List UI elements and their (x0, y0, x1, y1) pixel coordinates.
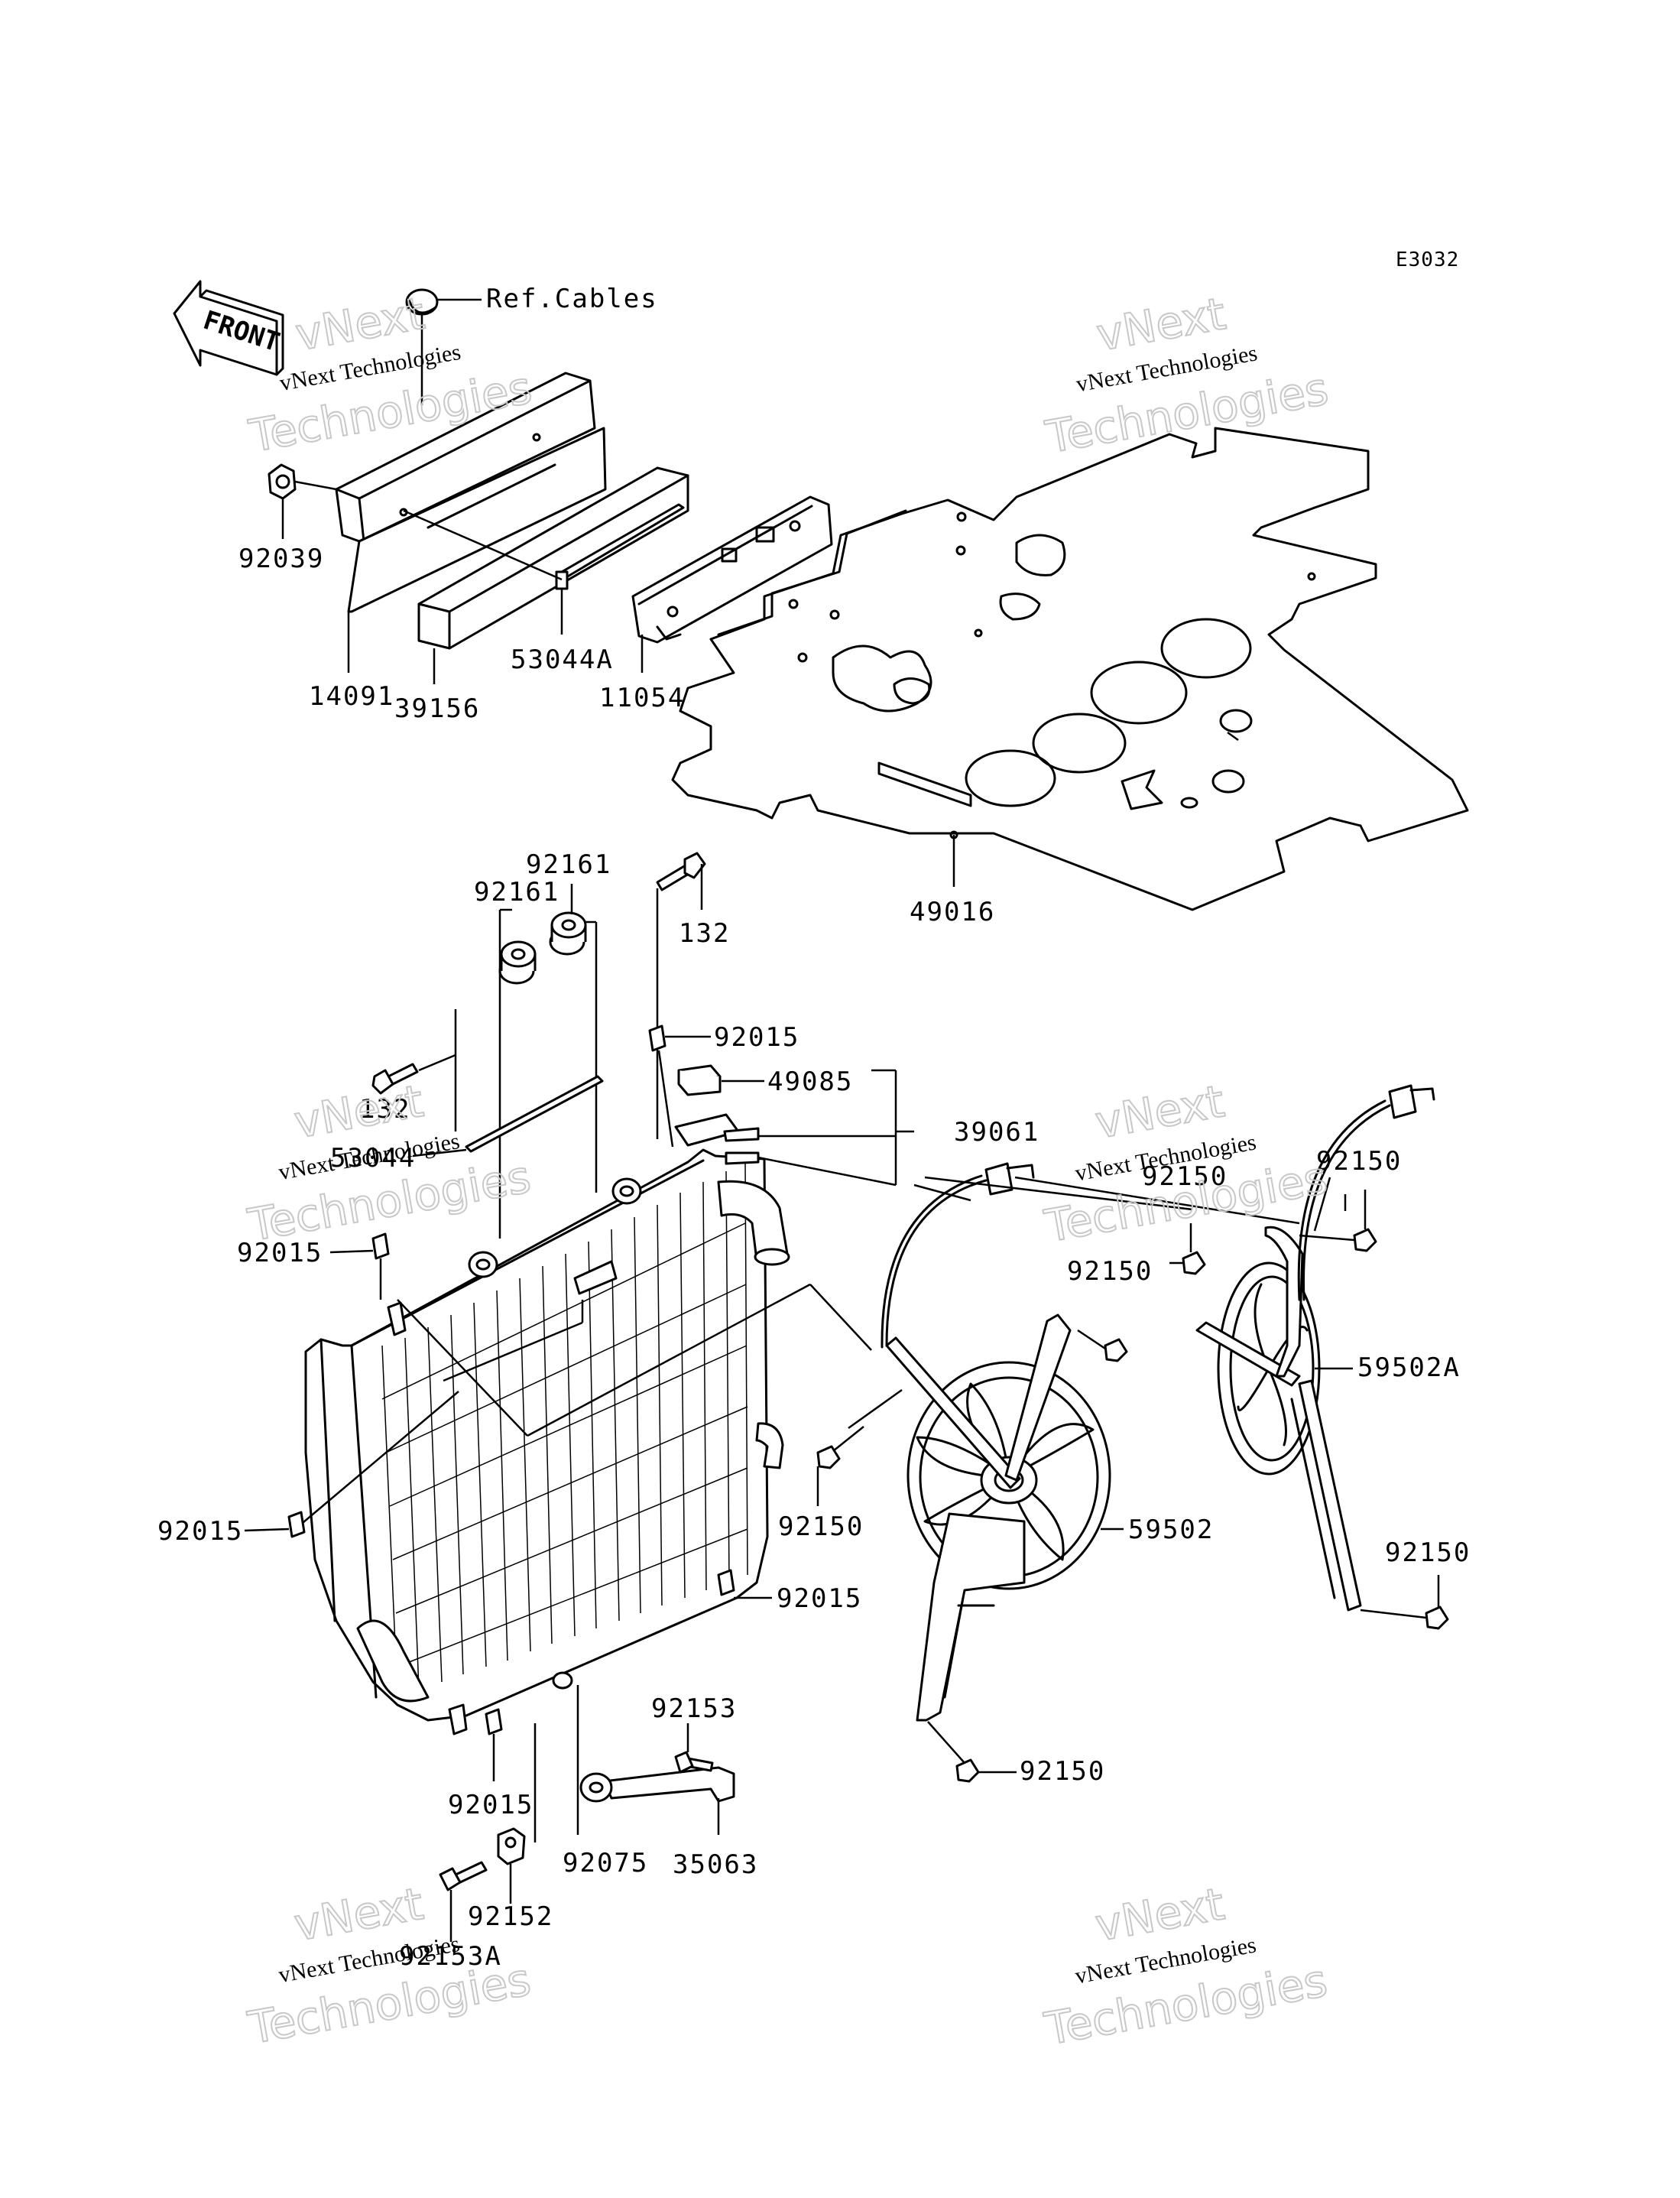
part-number-59502: 59502 (1128, 1515, 1214, 1545)
part-number-92150-e: 92150 (1385, 1537, 1471, 1568)
cable-clamp (405, 288, 482, 405)
clip-92039 (268, 463, 337, 539)
radiator-core (293, 1113, 872, 1735)
bolt-92150-e (1360, 1575, 1449, 1630)
part-number-92153A: 92153A (399, 1941, 502, 1972)
watermark-mid-right: vNext vNext Technologies Technologies (1040, 1074, 1332, 1253)
clip-92015-right (717, 1569, 772, 1599)
clip-92015-left (244, 1511, 306, 1538)
strip-53044A (403, 503, 685, 635)
clip-92015-bottom (485, 1708, 503, 1781)
part-number-92015-d: 92015 (777, 1583, 862, 1614)
part-number-49085: 49085 (767, 1067, 853, 1097)
part-number-92075: 92075 (563, 1848, 648, 1878)
bolt-92150-f (927, 1721, 1017, 1783)
part-number-132-b: 132 (359, 1094, 410, 1125)
part-number-53044: 53044 (330, 1143, 416, 1174)
part-number-35063: 35063 (673, 1849, 758, 1880)
part-number-92153: 92153 (651, 1693, 737, 1724)
foam-strip-39156 (417, 466, 689, 684)
part-number-92015-a: 92015 (237, 1238, 323, 1268)
cover-panel-14091 (335, 372, 607, 673)
clip-92015-top (648, 1024, 711, 1148)
bracket-11054 (631, 495, 833, 673)
part-number-39061: 39061 (954, 1117, 1039, 1148)
bolt-92150-a (816, 1445, 841, 1469)
part-number-49016: 49016 (910, 897, 995, 927)
bolt-132-left (371, 1009, 457, 1131)
front-arrow-icon: FRONT (173, 280, 284, 376)
part-number-92150-d: 92150 (1316, 1146, 1402, 1177)
part-number-59502A: 59502A (1357, 1352, 1461, 1383)
part-number-132-a: 132 (679, 918, 730, 949)
hose-39061 (757, 1069, 971, 1202)
clip-92015-upper-left (329, 1232, 390, 1300)
radiator-fins (381, 1163, 748, 1698)
part-number-39156: 39156 (394, 693, 480, 724)
bolt-92150-d (1299, 1190, 1377, 1252)
bolt-92150-b (1077, 1329, 1128, 1362)
fan-59502 (825, 1162, 1124, 1722)
bolt-132-top (656, 852, 706, 1139)
part-number-92161-b: 92161 (474, 877, 559, 907)
part-number-92152: 92152 (468, 1901, 553, 1932)
watermark-bottom-right: vNext vNext Technologies Technologies (1040, 1877, 1332, 2056)
part-number-92150-c: 92150 (1142, 1161, 1228, 1192)
part-number-14091: 14091 (309, 681, 394, 712)
bolt-92153A (439, 1861, 488, 1942)
gasket-sheet-49016 (671, 427, 1469, 911)
radiator-cap-49085 (677, 1064, 764, 1096)
part-number-53044A: 53044A (511, 644, 614, 675)
watermark-top-right: vNext vNext Technologies Technologies (1041, 287, 1333, 464)
watermark-mid-left: vNext vNext Technologies Technologies (243, 1074, 535, 1252)
diagram-code: E3032 (1396, 248, 1459, 271)
part-number-92150-a: 92150 (778, 1511, 864, 1542)
part-number-92150-b: 92150 (1067, 1256, 1153, 1287)
part-number-92015-b: 92015 (157, 1516, 243, 1547)
part-number-92015-c: 92015 (714, 1022, 799, 1053)
grommet-92161 (498, 884, 598, 1239)
part-number-92015-e: 92015 (448, 1790, 534, 1820)
fan-59502A (1195, 1084, 1435, 1612)
bolt-92150-c (1169, 1223, 1206, 1275)
part-number-92150-f: 92150 (1020, 1756, 1105, 1787)
part-number-92039: 92039 (238, 544, 324, 574)
stay-35063 (576, 1766, 735, 1835)
collar-92152 (497, 1723, 537, 1904)
ref-cables-label: Ref.Cables (486, 284, 658, 314)
bolt-92153 (674, 1723, 714, 1774)
part-number-11054: 11054 (599, 683, 685, 713)
part-number-92161-a: 92161 (526, 849, 611, 880)
rod-53044 (412, 1075, 604, 1157)
